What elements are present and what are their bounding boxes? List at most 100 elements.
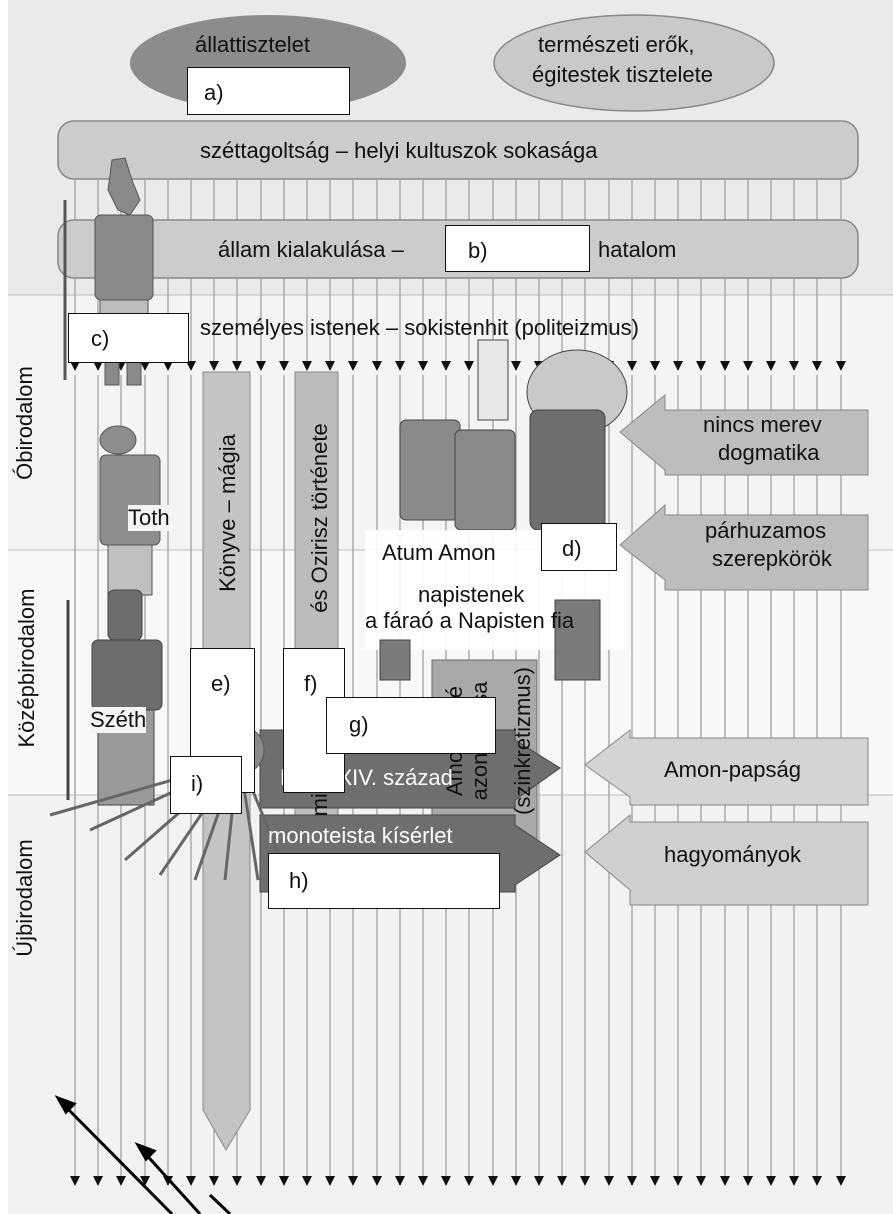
flow-arrowhead	[418, 361, 428, 371]
no-dogma-label-1: nincs merev	[703, 412, 822, 437]
nature-worship-label-1: természeti erők,	[538, 32, 695, 57]
sun-gods-label: napistenek	[418, 582, 525, 607]
flow-arrowhead	[580, 1176, 590, 1186]
answer-label-e: e)	[211, 671, 231, 696]
answer-box-g[interactable]: g)	[326, 697, 496, 754]
flow-arrowhead	[372, 361, 382, 371]
flow-arrowhead	[511, 1176, 521, 1186]
flow-arrowhead	[279, 1176, 289, 1186]
flow-arrowhead	[766, 361, 776, 371]
flow-arrowhead	[812, 361, 822, 371]
flow-arrowhead	[720, 1176, 730, 1186]
amon-priests-label: Amon-papság	[664, 757, 801, 782]
no-dogma-arrow	[619, 393, 869, 476]
flow-arrowhead	[302, 361, 312, 371]
flow-arrowhead	[418, 1176, 428, 1186]
flow-arrowhead	[140, 1176, 150, 1186]
flow-arrowhead	[488, 1176, 498, 1186]
flow-arrowhead	[70, 1176, 80, 1186]
flow-arrowhead	[232, 1176, 242, 1186]
era-old-kingdom: Óbirodalom	[12, 366, 37, 480]
flow-arrowhead	[256, 361, 266, 371]
flow-arrowhead	[650, 361, 660, 371]
answer-box-a[interactable]: a)	[187, 67, 350, 115]
flow-arrowhead	[464, 1176, 474, 1186]
flow-arrowhead	[441, 361, 451, 371]
flow-arrowhead	[186, 1176, 196, 1186]
state-suffix-label: hatalom	[598, 237, 677, 262]
flow-arrowhead	[604, 1176, 614, 1186]
answer-label-d: d)	[562, 536, 582, 561]
flow-arrowhead	[720, 361, 730, 371]
flow-arrowhead	[836, 1176, 846, 1186]
flow-arrowhead	[256, 1176, 266, 1186]
flow-arrowhead	[348, 361, 358, 371]
flow-arrowhead	[696, 361, 706, 371]
syncretism-label: (szinkretizmus)	[510, 667, 535, 815]
no-dogma-label-2: dogmatika	[718, 440, 820, 465]
flow-arrowhead	[140, 361, 150, 371]
flow-arrowhead	[348, 1176, 358, 1186]
flow-arrowhead	[163, 361, 173, 371]
answer-label-c: c)	[91, 326, 110, 351]
state-prefix-label: állam kialakulása –	[218, 237, 404, 262]
animal-worship-label: állattisztelet	[195, 32, 310, 57]
flow-arrowhead	[627, 361, 637, 371]
flow-arrowhead	[534, 1176, 544, 1186]
answer-box-b[interactable]: b)	[445, 225, 590, 272]
flow-arrowhead	[325, 361, 335, 371]
osiris-story-label: és Ozirisz története	[307, 423, 332, 613]
flow-arrowhead	[789, 1176, 799, 1186]
parallel-roles-label-2: szerepkörök	[712, 546, 832, 571]
flow-arrowhead	[279, 361, 289, 371]
sun-gods-figures	[365, 339, 628, 681]
flow-arrowhead	[557, 1176, 567, 1186]
flow-arrowhead	[116, 1176, 126, 1186]
flow-arrowhead	[302, 1176, 312, 1186]
atum-amon-label: Atum Amon	[382, 540, 496, 565]
flow-arrowhead	[836, 361, 846, 371]
answer-label-b: b)	[468, 238, 488, 263]
monotheism-label: monoteista kísérlet	[268, 823, 453, 848]
flow-arrowhead	[789, 361, 799, 371]
flow-arrowhead	[163, 1176, 173, 1186]
fragmentation-label: széttagoltság – helyi kultuszok sokasága	[200, 138, 598, 163]
flow-arrowhead	[372, 1176, 382, 1186]
nature-worship-label-2: égitestek tisztelete	[532, 62, 713, 87]
flow-arrowhead	[650, 1176, 660, 1186]
answer-box-d[interactable]: d)	[541, 523, 617, 571]
amon-priests-arrow	[584, 728, 869, 806]
seth-label: Széth	[90, 707, 147, 733]
answer-box-i[interactable]: i)	[170, 756, 242, 814]
personal-gods-label: személyes istenek – sokistenhit (politei…	[200, 315, 639, 340]
answer-label-a: a)	[204, 80, 224, 105]
answer-box-h[interactable]: h)	[268, 853, 500, 909]
flow-arrowhead	[673, 1176, 683, 1186]
answer-label-g: g)	[349, 712, 369, 737]
era-new-kingdom: Újbirodalom	[12, 839, 37, 957]
traditions-arrow	[584, 813, 869, 906]
flow-arrowhead	[464, 361, 474, 371]
pharaoh-label: a fáraó a Napisten fia	[365, 608, 575, 633]
flow-arrowhead	[70, 361, 80, 371]
parallel-roles-label-1: párhuzamos	[705, 518, 827, 543]
flow-arrowhead	[232, 361, 242, 371]
fragmentation-bar	[57, 120, 859, 180]
flow-arrowhead	[395, 1176, 405, 1186]
nature-worship-oval	[493, 14, 775, 112]
flow-arrowhead	[209, 1176, 219, 1186]
flow-arrowhead	[209, 361, 219, 371]
flow-arrowhead	[511, 361, 521, 371]
answer-box-c[interactable]: c)	[68, 313, 189, 363]
flow-arrowhead	[812, 1176, 822, 1186]
parallel-roles-arrow	[619, 503, 869, 591]
toth-label: Toth	[128, 505, 170, 531]
pointer-arrows	[54, 1095, 232, 1214]
flow-arrowhead	[743, 1176, 753, 1186]
flow-arrowhead	[325, 1176, 335, 1186]
flow-arrowhead	[93, 1176, 103, 1186]
answer-label-f: f)	[304, 671, 318, 696]
flow-arrowhead	[186, 361, 196, 371]
flow-arrowhead	[441, 1176, 451, 1186]
flow-arrowhead	[395, 361, 405, 371]
